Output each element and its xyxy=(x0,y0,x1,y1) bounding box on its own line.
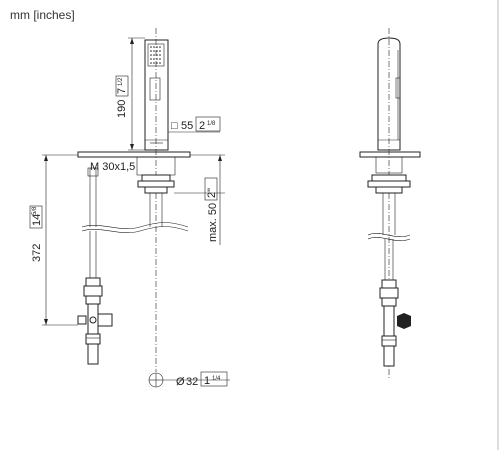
dim-height-in: 7 xyxy=(116,88,128,94)
dim-below-mm: max. 50 xyxy=(207,203,219,242)
break-line xyxy=(81,222,189,229)
side-base-plate xyxy=(359,151,421,158)
dim-square-in: 2 xyxy=(199,120,205,132)
base-plate xyxy=(77,151,191,158)
dim-square-symbol: □ xyxy=(171,120,178,132)
svg-text:190: 190 xyxy=(116,100,128,118)
button-slot xyxy=(149,77,161,101)
dim-below-in: 2" xyxy=(206,188,218,198)
dim-hole-mm: 32 xyxy=(186,376,198,388)
units-label: mm [inches] xyxy=(10,8,75,22)
valve-assembly xyxy=(77,277,113,365)
dim-hole-in: 1 xyxy=(204,375,210,387)
side-hand-shower-body xyxy=(377,37,401,151)
dim-total-in: 14 xyxy=(31,214,43,226)
dim-total-mm: 372 xyxy=(31,244,43,262)
spray-face xyxy=(147,43,165,67)
dim-square-mm: 55 xyxy=(181,120,193,132)
mounting-nut xyxy=(141,174,171,182)
dim-thread: M 30x1,5 xyxy=(90,161,135,173)
side-valve-assembly xyxy=(379,279,411,367)
dim-total-in-frac: 5/8 xyxy=(32,206,38,215)
dim-height-mm: 190 xyxy=(116,100,128,118)
hand-shower-body xyxy=(144,39,169,151)
dim-height-in-frac: 1/2 xyxy=(118,77,124,86)
dim-hole-in-frac: 1/4 xyxy=(212,376,221,382)
side-view xyxy=(359,28,421,380)
dim-hole-symbol: Ø xyxy=(176,376,185,388)
valve-handle xyxy=(397,313,411,329)
dim-square-in-frac: 1/8 xyxy=(207,121,216,127)
front-view: 190 7 1/2 □ 55 2 1/8 M 30x1,5 max. 50 2"… xyxy=(29,28,230,388)
